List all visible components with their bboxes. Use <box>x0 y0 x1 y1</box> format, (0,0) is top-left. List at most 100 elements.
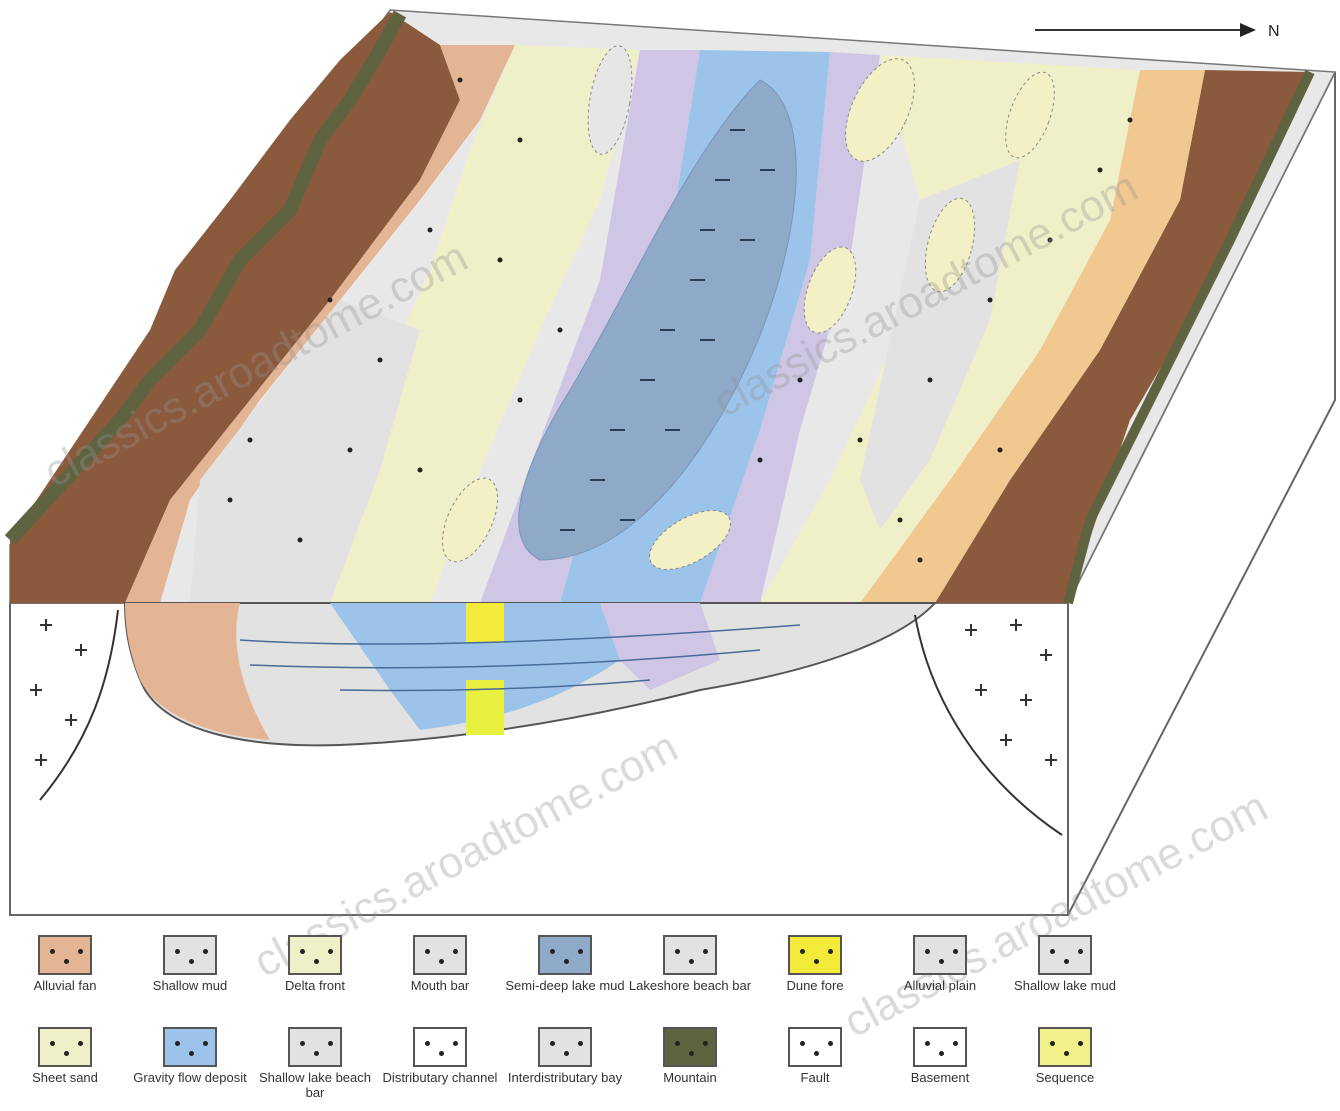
legend-label: Alluvial plain <box>903 978 977 993</box>
legend-swatch-dot <box>78 1041 83 1046</box>
legend-label: Mouth bar <box>410 978 470 993</box>
legend-swatch-dot <box>703 1041 708 1046</box>
legend-label: Shallow lake beach bar <box>258 1070 372 1100</box>
legend-item: Interdistributary bay <box>500 1027 630 1085</box>
mouth-bar-3 <box>924 197 976 293</box>
legend-item: Distributary channel <box>375 1027 505 1085</box>
semi-deep-dash-marks <box>560 129 775 531</box>
legend-item: Semi-deep lake mud <box>500 935 630 993</box>
legend-swatch-dot <box>953 949 958 954</box>
legend-swatch-dot <box>314 959 319 964</box>
mouth-bar-6 <box>649 510 731 570</box>
legend-swatch-dot <box>300 949 305 954</box>
legend-label: Lakeshore beach bar <box>628 978 752 993</box>
legend-swatch-dot <box>1078 1041 1083 1046</box>
legend-swatch <box>288 1027 342 1067</box>
legend-swatch <box>663 1027 717 1067</box>
legend-swatch-dot <box>203 949 208 954</box>
north-label: N <box>1268 23 1280 40</box>
legend-swatch-dot <box>828 1041 833 1046</box>
paleogeography-block-diagram: N <box>4 9 1337 916</box>
legend-swatch-dot <box>1064 1051 1069 1056</box>
mouth-bar-4 <box>803 246 857 334</box>
legend-swatch <box>163 1027 217 1067</box>
basement-right <box>965 619 1057 766</box>
legend-item: Shallow lake mud <box>1000 935 1130 993</box>
legend-swatch-dot <box>689 959 694 964</box>
legend-swatch-dot <box>175 1041 180 1046</box>
legend-swatch-dot <box>550 1041 555 1046</box>
legend-item: Lakeshore beach bar <box>625 935 755 993</box>
legend-item: Alluvial fan <box>0 935 130 993</box>
mouth-bar-1 <box>845 58 915 162</box>
legend-label: Gravity flow deposit <box>133 1070 247 1085</box>
legend-swatch-dot <box>453 1041 458 1046</box>
legend-swatch-dot <box>328 949 333 954</box>
legend-swatch-dot <box>675 1041 680 1046</box>
basin-purple-band <box>600 603 720 690</box>
legend-label: Delta front <box>285 978 345 993</box>
legend-swatch-dot <box>78 949 83 954</box>
legend-swatch-dot <box>64 1051 69 1056</box>
legend-item: Shallow lake beach bar <box>250 1027 380 1100</box>
legend-swatch <box>538 1027 592 1067</box>
legend-label: Distributary channel <box>382 1070 498 1085</box>
legend-swatch-dot <box>189 1051 194 1056</box>
basement-left <box>30 619 87 766</box>
mouth-bar-7 <box>587 45 633 155</box>
legend-swatch-dot <box>939 959 944 964</box>
legend-swatch-dot <box>925 1041 930 1046</box>
legend-swatch-dot <box>328 1041 333 1046</box>
delta-front-left <box>300 45 640 603</box>
alluvial-fan-right <box>860 70 1205 603</box>
mouth-bar-5 <box>441 477 499 563</box>
mouth-bar-2 <box>1005 71 1055 159</box>
legend-swatch-dot <box>50 949 55 954</box>
fault-right <box>914 614 1063 836</box>
legend-swatch-dot <box>439 1051 444 1056</box>
legend-swatch-dot <box>550 949 555 954</box>
legend-item: Gravity flow deposit <box>125 1027 255 1085</box>
legend-swatch <box>913 1027 967 1067</box>
legend-label: Sheet sand <box>32 1070 98 1085</box>
legend-swatch-dot <box>675 949 680 954</box>
legend-label: Alluvial fan <box>33 978 97 993</box>
legend-label: Shallow lake mud <box>1014 978 1116 993</box>
legend-swatch-dot <box>1050 1041 1055 1046</box>
mountain-right-ridge <box>1063 69 1315 605</box>
legend-item: Mouth bar <box>375 935 505 993</box>
legend-swatch-dot <box>453 949 458 954</box>
legend-label: Sequence <box>1035 1070 1095 1085</box>
legend-item: Basement <box>875 1027 1005 1085</box>
legend-label: Fault <box>800 1070 830 1085</box>
legend-swatch <box>788 1027 842 1067</box>
mountain-right <box>935 70 1310 603</box>
legend-item: Shallow mud <box>125 935 255 993</box>
legend-label: Semi-deep lake mud <box>505 978 625 993</box>
legend-swatch-dot <box>828 949 833 954</box>
north-arrow-head <box>1240 23 1256 37</box>
legend-swatch <box>288 935 342 975</box>
legend-swatch-dot <box>578 1041 583 1046</box>
legend-swatch <box>663 935 717 975</box>
legend-swatch <box>163 935 217 975</box>
legend-item: Mountain <box>625 1027 755 1085</box>
sequence-column-upper <box>466 603 504 643</box>
legend-swatch <box>1038 935 1092 975</box>
legend-swatch <box>38 1027 92 1067</box>
legend-item: Sheet sand <box>0 1027 130 1085</box>
legend-item: Delta front <box>250 935 380 993</box>
legend-swatch <box>413 935 467 975</box>
legend-swatch-dot <box>703 949 708 954</box>
legend-swatch-dot <box>814 1051 819 1056</box>
legend-item: Sequence <box>1000 1027 1130 1085</box>
legend-swatch-dot <box>800 949 805 954</box>
fault-left <box>39 609 119 801</box>
legend-swatch <box>413 1027 467 1067</box>
legend-swatch-dot <box>439 959 444 964</box>
mountain-left-ridge <box>4 10 407 545</box>
legend-item: Fault <box>750 1027 880 1085</box>
basin-alluvial-edge <box>125 603 270 740</box>
legend-item: Alluvial plain <box>875 935 1005 993</box>
